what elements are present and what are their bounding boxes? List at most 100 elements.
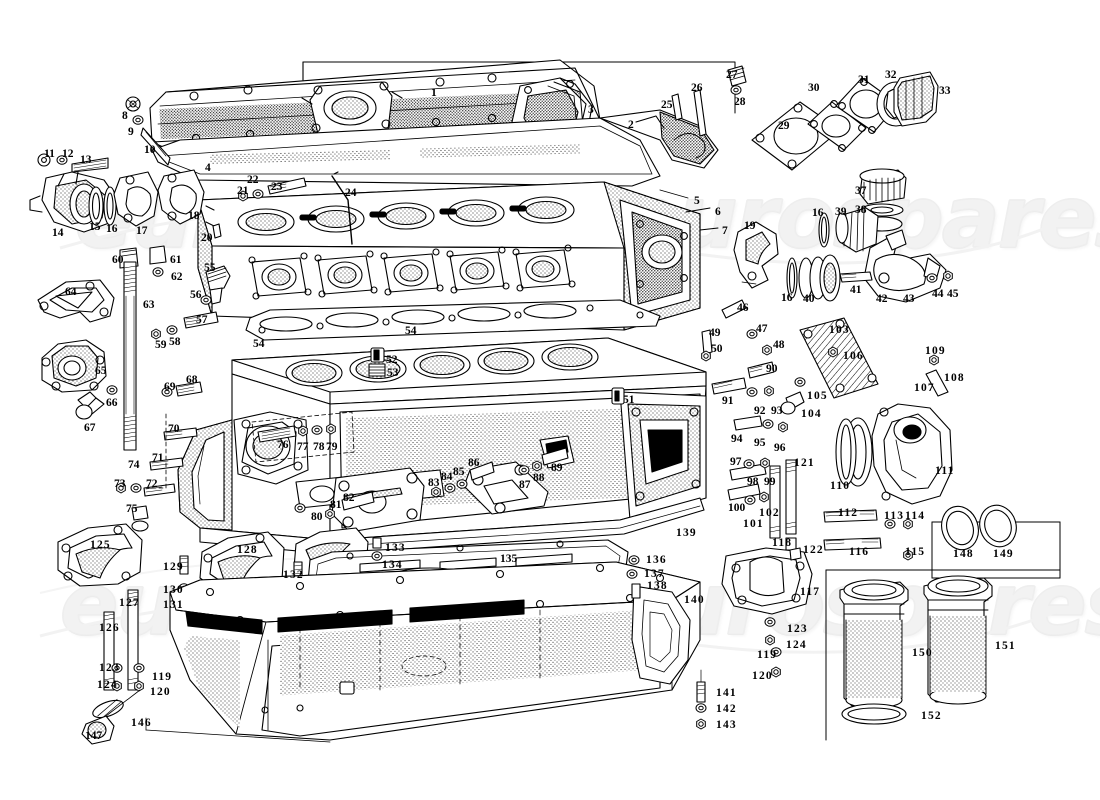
callout-103: 103 — [829, 324, 850, 336]
callout-82: 82 — [343, 492, 355, 504]
callout-22: 22 — [247, 174, 259, 186]
callout-95: 95 — [754, 437, 766, 449]
callout-132: 132 — [283, 569, 304, 581]
callout-96: 96 — [774, 442, 786, 454]
callout-126: 126 — [99, 622, 120, 634]
callout-46: 46 — [737, 302, 749, 314]
callout-79: 79 — [326, 441, 338, 453]
callout-122: 122 — [803, 544, 824, 556]
callout-90: 90 — [766, 363, 778, 375]
callout-76: 76 — [277, 439, 289, 451]
callout-107: 107 — [914, 382, 935, 394]
callout-25: 25 — [661, 99, 673, 111]
callout-140: 140 — [684, 594, 705, 606]
callout-128: 128 — [237, 544, 258, 556]
callout-88: 88 — [533, 472, 545, 484]
callout-6: 6 — [715, 206, 721, 218]
callout-142: 142 — [716, 703, 737, 715]
callout-68: 68 — [186, 374, 198, 386]
callout-39: 39 — [835, 206, 847, 218]
callout-49: 49 — [709, 327, 721, 339]
callout-53: 53 — [387, 367, 399, 379]
callout-124: 124 — [786, 639, 807, 651]
callout-123: 123 — [787, 623, 808, 635]
callout-99: 99 — [764, 476, 776, 488]
callout-118: 118 — [772, 537, 793, 549]
callout-84: 84 — [441, 471, 453, 483]
callout-32: 32 — [885, 69, 897, 81]
callout-31: 31 — [858, 74, 870, 86]
callout-111: 111 — [935, 465, 955, 477]
callout-94: 94 — [731, 433, 743, 445]
callout-9: 9 — [128, 126, 134, 138]
callout-37: 37 — [855, 185, 867, 197]
callout-71: 71 — [152, 452, 164, 464]
callout-16: 16 — [106, 223, 118, 235]
callout-51: 51 — [623, 394, 635, 406]
callout-86: 86 — [468, 457, 480, 469]
callout-42: 42 — [876, 293, 888, 305]
callout-63: 63 — [143, 299, 155, 311]
callout-83: 83 — [428, 477, 440, 489]
callout-133: 133 — [385, 542, 406, 554]
callout-19: 19 — [744, 220, 756, 232]
callout-108: 108 — [944, 372, 965, 384]
callout-54: 54 — [253, 338, 265, 350]
callout-21: 21 — [237, 185, 249, 197]
callout-47: 47 — [756, 323, 768, 335]
callout-151: 151 — [995, 640, 1016, 652]
callout-100: 100 — [728, 502, 746, 514]
callout-101: 101 — [743, 518, 764, 530]
callout-65: 65 — [95, 365, 107, 377]
callout-148: 148 — [953, 548, 974, 560]
callout-87: 87 — [519, 479, 531, 491]
callout-27: 27 — [726, 69, 738, 81]
callout-135: 135 — [500, 553, 518, 565]
callout-69: 69 — [164, 381, 176, 393]
callout-52: 52 — [386, 354, 398, 366]
callout-74: 74 — [128, 459, 140, 471]
callout-114: 114 — [905, 510, 926, 522]
callout-3: 3 — [588, 104, 594, 116]
callout-26: 26 — [691, 82, 703, 94]
callout-8: 8 — [122, 110, 128, 122]
callout-85: 85 — [453, 466, 465, 478]
callout-2: 2 — [628, 119, 634, 131]
callout-10: 10 — [144, 144, 156, 156]
callout-98: 98 — [747, 476, 759, 488]
callout-125: 125 — [90, 539, 111, 551]
callout-120b: 120 — [150, 686, 171, 698]
callout-11: 11 — [44, 148, 55, 160]
callout-56: 56 — [190, 289, 202, 301]
callout-136: 136 — [646, 554, 667, 566]
callout-123b: 123 — [99, 662, 120, 674]
callout-124b: 124 — [97, 679, 118, 691]
callout-66: 66 — [106, 397, 118, 409]
callout-1: 1 — [431, 87, 437, 99]
callout-127: 127 — [119, 597, 140, 609]
callout-72: 72 — [146, 478, 158, 490]
callout-73: 73 — [114, 478, 126, 490]
callout-152: 152 — [921, 710, 942, 722]
callout-120: 120 — [752, 670, 773, 682]
callout-30: 30 — [808, 82, 820, 94]
callout-92: 92 — [754, 405, 766, 417]
callout-18: 18 — [188, 210, 200, 222]
callout-16c: 16 — [781, 292, 793, 304]
callout-146: 146 — [131, 717, 152, 729]
callout-70: 70 — [168, 423, 180, 435]
callout-93: 93 — [771, 405, 783, 417]
callout-67: 67 — [84, 422, 96, 434]
callout-137: 137 — [644, 568, 665, 580]
callout-131: 131 — [163, 599, 184, 611]
callout-20: 20 — [201, 232, 213, 244]
callout-59: 59 — [155, 339, 167, 351]
callout-4: 4 — [205, 162, 211, 174]
callout-91: 91 — [722, 395, 734, 407]
callout-13: 13 — [80, 154, 92, 166]
callout-134: 134 — [382, 559, 403, 571]
callout-41: 41 — [850, 284, 862, 296]
callout-110: 110 — [830, 480, 851, 492]
callout-115: 115 — [905, 546, 926, 558]
